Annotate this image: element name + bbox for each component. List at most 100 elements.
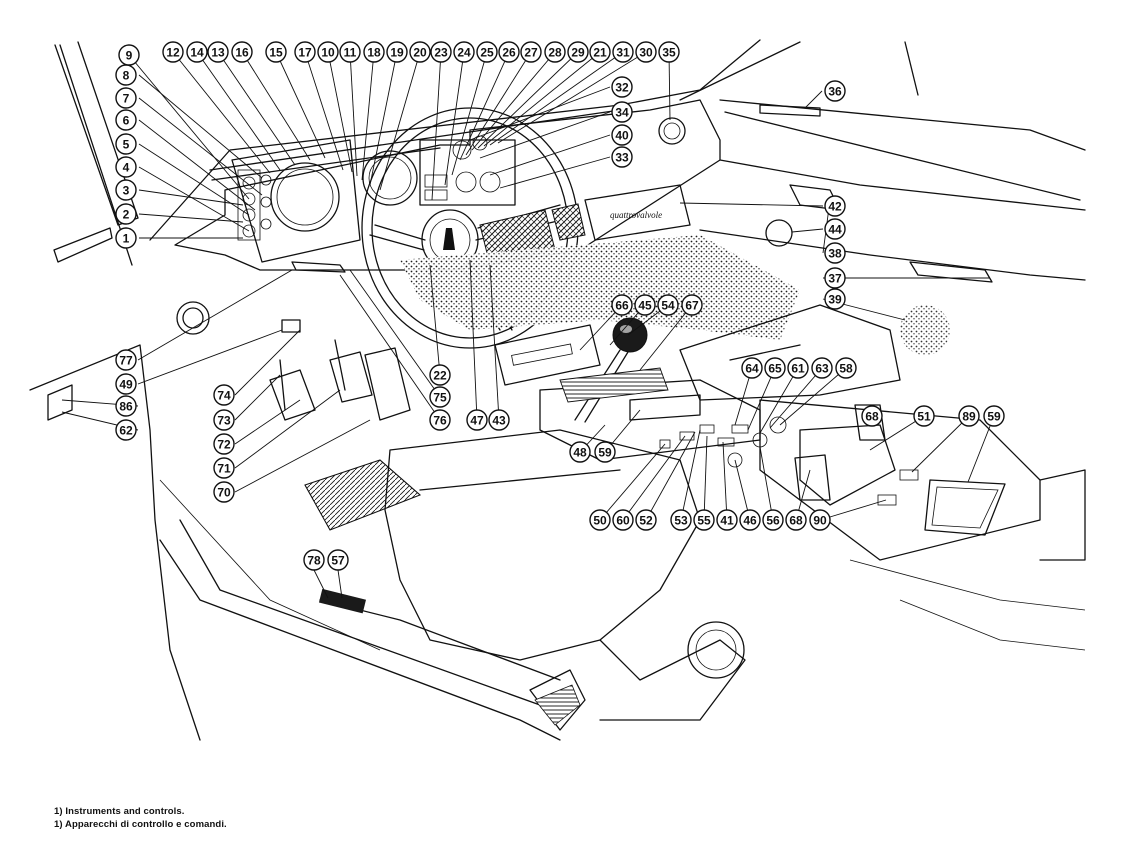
callout-number: 1 [123, 231, 130, 245]
callout-number: 20 [413, 45, 427, 59]
callout-47: 47 [466, 409, 488, 431]
callout-77: 77 [115, 349, 137, 371]
callout-27: 27 [520, 41, 542, 63]
callout-30: 30 [635, 41, 657, 63]
callout-number: 77 [119, 353, 133, 367]
callout-number: 45 [638, 298, 652, 312]
callout-ring [824, 267, 846, 289]
callout-ring [115, 156, 137, 178]
callout-number: 62 [119, 423, 133, 437]
callout-ring [693, 509, 715, 531]
callout-86: 86 [115, 395, 137, 417]
callout-ring [488, 409, 510, 431]
callout-ring [634, 294, 656, 316]
callout-number: 59 [598, 445, 612, 459]
callout-ring [265, 41, 287, 63]
callout-ring [611, 76, 633, 98]
callout-ring [327, 549, 349, 571]
callout-ring [741, 357, 763, 379]
callout-number: 33 [615, 150, 629, 164]
callout-number: 76 [433, 413, 447, 427]
callout-ring [611, 101, 633, 123]
callout-number: 68 [865, 409, 879, 423]
callout-29: 29 [567, 41, 589, 63]
callout-ring [115, 349, 137, 371]
callout-number: 65 [768, 361, 782, 375]
callout-42: 42 [824, 195, 846, 217]
callout-ring [429, 386, 451, 408]
callout-19: 19 [386, 41, 408, 63]
callout-leader-lines [61, 51, 995, 599]
callout-38: 38 [824, 242, 846, 264]
callout-23: 23 [430, 41, 452, 63]
callout-number: 6 [123, 113, 130, 127]
callout-72: 72 [213, 433, 235, 455]
callout-ring [811, 357, 833, 379]
callout-37: 37 [824, 267, 846, 289]
callout-17: 17 [294, 41, 316, 63]
callout-number: 9 [126, 48, 133, 62]
callout-number: 47 [470, 413, 484, 427]
callout-ring [207, 41, 229, 63]
callout-number: 3 [123, 183, 130, 197]
callout-ring [544, 41, 566, 63]
callout-48: 48 [569, 441, 591, 463]
callout-56: 56 [762, 509, 784, 531]
callout-ring [835, 357, 857, 379]
callout-number: 57 [331, 553, 345, 567]
callout-number: 32 [615, 80, 629, 94]
callout-ring [476, 41, 498, 63]
callout-ring [213, 457, 235, 479]
callout-55: 55 [693, 509, 715, 531]
callout-number: 12 [166, 45, 180, 59]
callout-ring [429, 409, 451, 431]
callout-number: 53 [674, 513, 688, 527]
callout-ring [429, 364, 451, 386]
callout-76: 76 [429, 409, 451, 431]
interior-line-art: quattrovalvole [29, 39, 1086, 741]
callout-40: 40 [611, 124, 633, 146]
callout-ring [681, 294, 703, 316]
callout-number: 11 [344, 45, 357, 59]
callout-ring [567, 41, 589, 63]
callout-59: 59 [983, 405, 1005, 427]
callout-ring [824, 80, 846, 102]
callout-ring [764, 357, 786, 379]
callout-ring [958, 405, 980, 427]
callout-50: 50 [589, 509, 611, 531]
callout-number: 24 [457, 45, 471, 59]
callout-number: 34 [615, 105, 629, 119]
callout-ring [409, 41, 431, 63]
callout-number: 19 [390, 45, 404, 59]
callout-32: 32 [611, 76, 633, 98]
callout-ring [611, 124, 633, 146]
callout-14: 14 [186, 41, 208, 63]
callout-number: 58 [839, 361, 853, 375]
callout-ring [115, 133, 137, 155]
callout-number: 43 [492, 413, 506, 427]
callout-number: 28 [548, 45, 562, 59]
callout-ring [294, 41, 316, 63]
callout-ring [635, 41, 657, 63]
callout-number: 15 [269, 45, 283, 59]
callout-64: 64 [741, 357, 763, 379]
callout-number: 50 [593, 513, 607, 527]
callout-number: 71 [217, 461, 231, 475]
callout-ring [498, 41, 520, 63]
callout-ring [213, 384, 235, 406]
callout-number: 23 [434, 45, 448, 59]
callout-number: 73 [217, 413, 231, 427]
callout-ring [115, 203, 137, 225]
callout-18: 18 [363, 41, 385, 63]
callout-54: 54 [657, 294, 679, 316]
callout-ring [115, 373, 137, 395]
callout-68b: 68 [785, 509, 807, 531]
callout-60: 60 [612, 509, 634, 531]
callout-5: 5 [115, 133, 137, 155]
callout-58: 58 [835, 357, 857, 379]
callout-number: 56 [766, 513, 780, 527]
callout-ring [913, 405, 935, 427]
callout-ring [118, 44, 140, 66]
callout-number: 17 [298, 45, 312, 59]
callout-number: 42 [828, 199, 842, 213]
